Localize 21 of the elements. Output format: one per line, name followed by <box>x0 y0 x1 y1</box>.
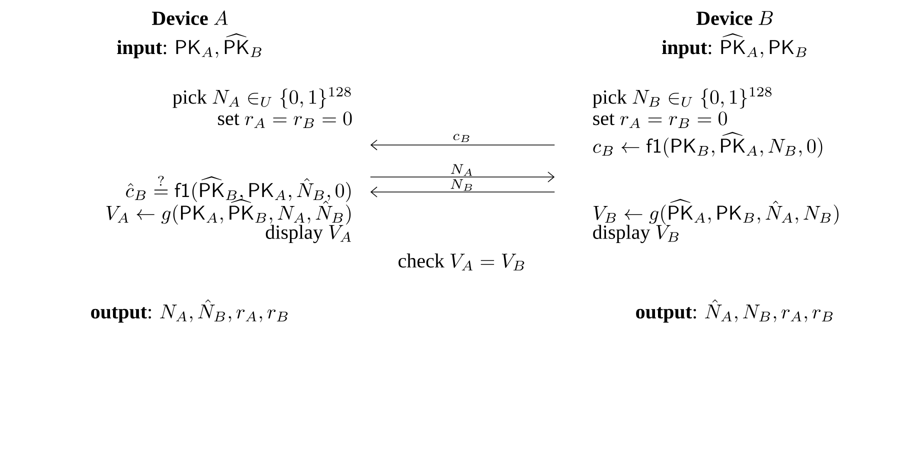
input-line: $\textbf{input}\text{: }\widehat{\mathsf{PK}}_A, \mathsf{PK}_B$ <box>662 33 806 58</box>
edge-label: $N_A$ <box>450 164 472 176</box>
protocol-step: $\text{pick } N_A \in_U \{0,1\}^{128}$ <box>172 87 351 109</box>
protocol-step: $\text{set } r_A = r_B = 0$ <box>593 112 727 128</box>
protocol-step: $c_B \leftarrow \mathsf{f1}(\mathsf{PK}_B, \widehat{\mathsf{PK}}_A, N_B, 0)$ <box>593 132 822 158</box>
device-heading: $\textbf{Device}\ A$ <box>152 10 228 26</box>
protocol-step: $\text{pick } N_B \in_U \{0,1\}^{128}$ <box>592 87 772 109</box>
device-heading: $\textbf{Device}\ B$ <box>696 10 773 26</box>
input-line: $\textbf{input}\text{: }\mathsf{PK}_A, \widehat{\mathsf{PK}}_B$ <box>117 33 262 58</box>
protocol-step: $\text{display } V_A$ <box>266 224 351 244</box>
arrow <box>370 140 555 150</box>
edge-label: $N_B$ <box>450 179 472 191</box>
arrow <box>370 186 555 198</box>
edge-label: $c_B$ <box>453 134 470 142</box>
note: $\text{check } V_A = V_B$ <box>398 254 524 270</box>
protocol-step: $V_B \leftarrow g(\widehat{\mathsf{PK}}_A, \mathsf{PK}_B, \hat{N}_A, N_B)$ <box>594 198 838 225</box>
output-line: $\textbf{output}\text{: } N_A, \hat{N}_B, r_A, r_B$ <box>91 299 288 323</box>
protocol-step: $\text{display } V_B$ <box>593 224 679 244</box>
arrow <box>370 172 555 182</box>
protocol-step: $\text{set } r_A = r_B = 0$ <box>218 112 352 128</box>
output-line: $\textbf{output}\text{: } \hat{N}_A, N_B, r_A, r_B$ <box>636 299 833 323</box>
